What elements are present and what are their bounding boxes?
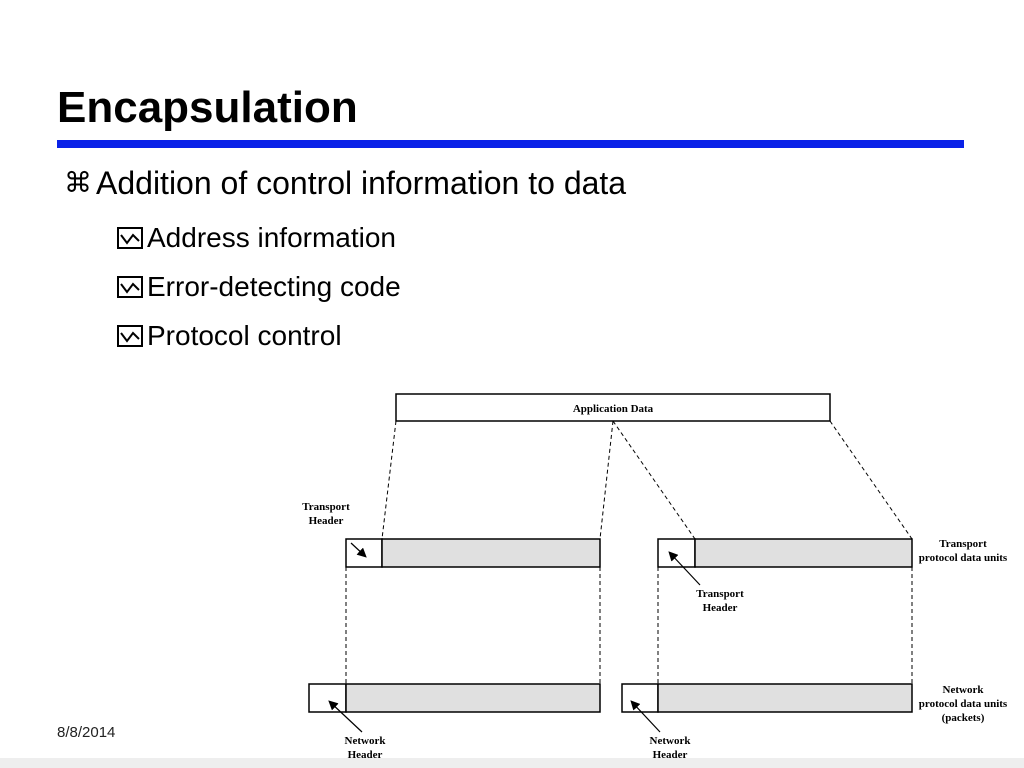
transport-pdu-label-1: Transport xyxy=(939,538,987,550)
arrow-to-transport-header-right xyxy=(668,551,701,586)
sub-bullet: Address information xyxy=(117,221,396,255)
checkbox-check-icon xyxy=(117,276,143,298)
sub-bullet-text: Protocol control xyxy=(147,320,342,351)
projection-lines xyxy=(345,420,913,684)
encapsulation-diagram: Application Data Transport Header Transp… xyxy=(302,393,1008,761)
main-bullet-text: Addition of control information to data xyxy=(96,165,627,201)
main-bullet: ⌘ Addition of control information to dat… xyxy=(64,163,626,203)
checkbox-check-icon xyxy=(117,325,143,347)
title-underline xyxy=(57,140,964,148)
footer-date: 8/8/2014 xyxy=(57,724,116,741)
transport-header-right-label-1: Transport xyxy=(696,588,744,600)
transport-header-left-label-1: Transport xyxy=(302,501,350,513)
sub-bullet: Protocol control xyxy=(117,319,342,353)
application-data-label: Application Data xyxy=(573,403,654,415)
network-pdu-right-body xyxy=(657,683,913,713)
network-header-left-label-1: Network xyxy=(345,735,387,747)
application-data-box xyxy=(395,393,831,422)
command-key-icon: ⌘ xyxy=(64,166,92,199)
network-pdu-left-body xyxy=(345,683,601,713)
network-pdu-label-3: (packets) xyxy=(942,712,985,724)
network-header-left-box xyxy=(308,683,347,713)
network-header-right-box xyxy=(621,683,659,713)
checkbox-check-icon xyxy=(117,227,143,249)
transport-pdu-label-2: protocol data units xyxy=(919,552,1008,564)
slide-title: Encapsulation xyxy=(57,83,358,132)
sub-bullet: Error-detecting code xyxy=(117,270,401,304)
sub-bullet-text: Address information xyxy=(147,222,397,253)
transport-header-right-box xyxy=(657,538,696,568)
transport-header-left-label-2: Header xyxy=(309,515,344,527)
network-header-right-label-1: Network xyxy=(650,735,692,747)
transport-header-right-label-2: Header xyxy=(703,602,738,614)
arrow-to-network-header-right xyxy=(630,700,661,733)
network-pdu-label-2: protocol data units xyxy=(919,698,1008,710)
bottom-strip xyxy=(0,758,1024,768)
arrow-to-network-header-left xyxy=(328,700,363,733)
sub-bullet-text: Error-detecting code xyxy=(147,271,401,302)
transport-pdu-left-body xyxy=(381,538,601,568)
network-pdu-label-1: Network xyxy=(943,684,985,696)
arrow-to-transport-header-left xyxy=(350,542,367,558)
transport-pdu-right-body xyxy=(694,538,913,568)
